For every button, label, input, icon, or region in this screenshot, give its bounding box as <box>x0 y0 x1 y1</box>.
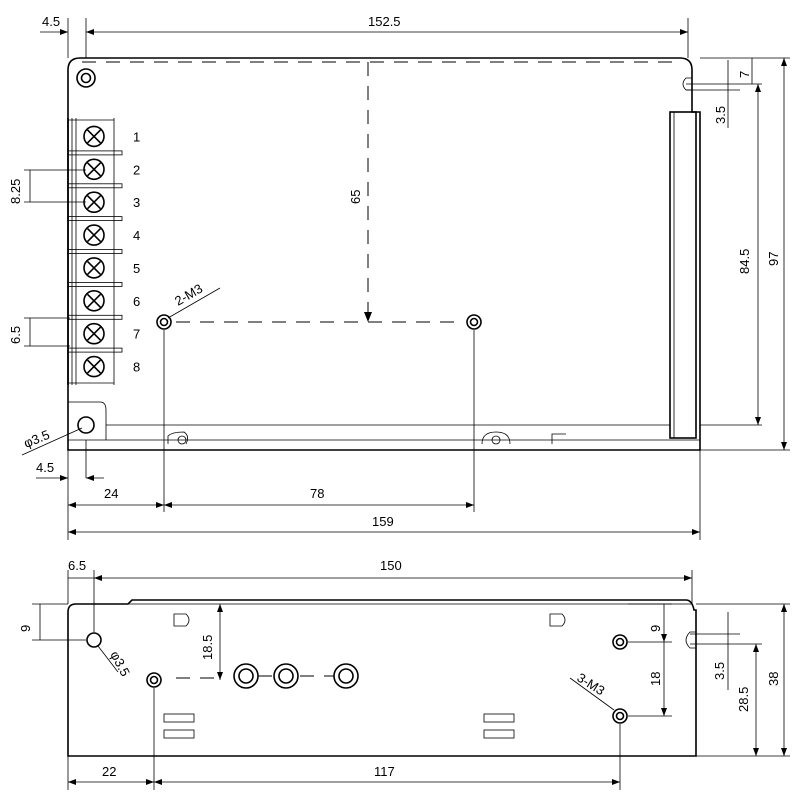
dim-side-length: 150 <box>380 558 402 573</box>
flange-hole-left <box>177 435 187 445</box>
dim-terminal-pitch: 8.25 <box>8 179 23 204</box>
label-hole-dia: φ3.5 <box>22 427 52 451</box>
dim-side-left-offset: 6.5 <box>68 558 86 573</box>
dim-width-holes: 152.5 <box>368 14 401 29</box>
dim-vent-height: 18.5 <box>200 635 215 660</box>
label-screw-2m3: 2-M3 <box>172 281 205 309</box>
flange-tab-right <box>551 433 566 444</box>
dim-side-right-top: 9 <box>648 625 663 632</box>
dim-hole-top: 7 <box>737 71 752 78</box>
connector-1 <box>233 663 259 689</box>
terminal-label: 8 <box>133 360 140 375</box>
label-side-screw-3m3: 3-M3 <box>574 670 607 698</box>
terminal-label: 5 <box>133 261 140 276</box>
dim-top-left-offset: 4.5 <box>42 14 60 29</box>
vent-slot <box>483 713 515 723</box>
terminal-separator <box>67 216 123 222</box>
right-rail <box>669 111 697 439</box>
terminal-labels: 1 2 3 4 5 6 7 8 <box>133 129 140 374</box>
terminal-screw <box>83 257 105 279</box>
terminal-separator <box>67 347 123 353</box>
terminal-screw <box>83 191 105 213</box>
terminal-label: 3 <box>133 195 140 210</box>
terminal-screw <box>83 158 105 181</box>
dim-screw-span: 78 <box>310 486 324 501</box>
dim-terminal-height: 6.5 <box>8 326 23 344</box>
vent-slot <box>163 713 195 723</box>
connector-2 <box>273 663 299 689</box>
terminal-separator <box>67 150 123 156</box>
mount-hole-bottom-left <box>77 416 95 434</box>
dim-side-right-mid: 18 <box>648 672 663 686</box>
arrow <box>364 312 372 322</box>
right-slot <box>682 77 692 91</box>
side-tab-right <box>549 613 566 627</box>
dim-side-hole-top: 9 <box>18 625 33 632</box>
side-view-outline <box>67 599 697 757</box>
side-tab-left <box>173 613 190 627</box>
dim-side-screw-left: 22 <box>102 764 116 779</box>
side-view: 6.5 150 9 φ3.5 18.5 22 117 9 18 <box>18 558 790 790</box>
terminal-label: 2 <box>133 162 140 177</box>
pcb-screw-right <box>466 314 482 330</box>
connector-3 <box>333 663 359 689</box>
terminal-screw <box>83 355 105 378</box>
side-screw-right-bottom <box>612 708 628 724</box>
mount-hole-top-left <box>76 68 96 88</box>
vent-slot <box>163 729 195 739</box>
corner-notch <box>68 401 107 440</box>
flange-tab-left <box>167 431 188 445</box>
dim-side-screw-span: 117 <box>374 764 395 779</box>
flange-tab-mid <box>481 431 511 445</box>
dim-side-slot: 3.5 <box>712 662 727 680</box>
side-screw-right-top <box>612 634 628 650</box>
terminal-label: 1 <box>133 129 140 144</box>
terminal-block <box>67 118 123 385</box>
dim-height-total: 97 <box>766 252 781 266</box>
flange-hole-mid <box>491 435 501 445</box>
terminal-screw <box>83 125 105 148</box>
vent-slot <box>483 729 515 739</box>
side-hole-left <box>86 632 102 648</box>
terminal-separator <box>67 249 123 254</box>
dim-height-holes: 84.5 <box>737 249 752 274</box>
side-right-slot <box>685 631 696 649</box>
terminal-screw <box>83 289 105 312</box>
terminal-screw <box>83 224 105 246</box>
terminal-label: 6 <box>133 294 140 309</box>
terminal-screw <box>83 322 105 345</box>
dim-side-height-holes: 28.5 <box>736 687 751 712</box>
dim-center-height: 65 <box>348 190 363 204</box>
terminal-label: 7 <box>133 327 140 342</box>
dim-slot: 3.5 <box>713 106 728 124</box>
top-view-outline <box>67 57 701 451</box>
dim-screw-left: 24 <box>104 486 118 501</box>
dim-total-width: 159 <box>372 514 394 529</box>
pcb-screw-left <box>156 314 172 330</box>
terminal-separator <box>67 183 123 189</box>
dim-bottom-offset: 4.5 <box>36 460 54 475</box>
terminal-separator <box>67 314 123 320</box>
side-screw-left <box>146 672 162 688</box>
terminal-label: 4 <box>133 228 140 243</box>
dim-side-height-total: 38 <box>766 672 781 686</box>
terminal-separator <box>67 281 123 287</box>
